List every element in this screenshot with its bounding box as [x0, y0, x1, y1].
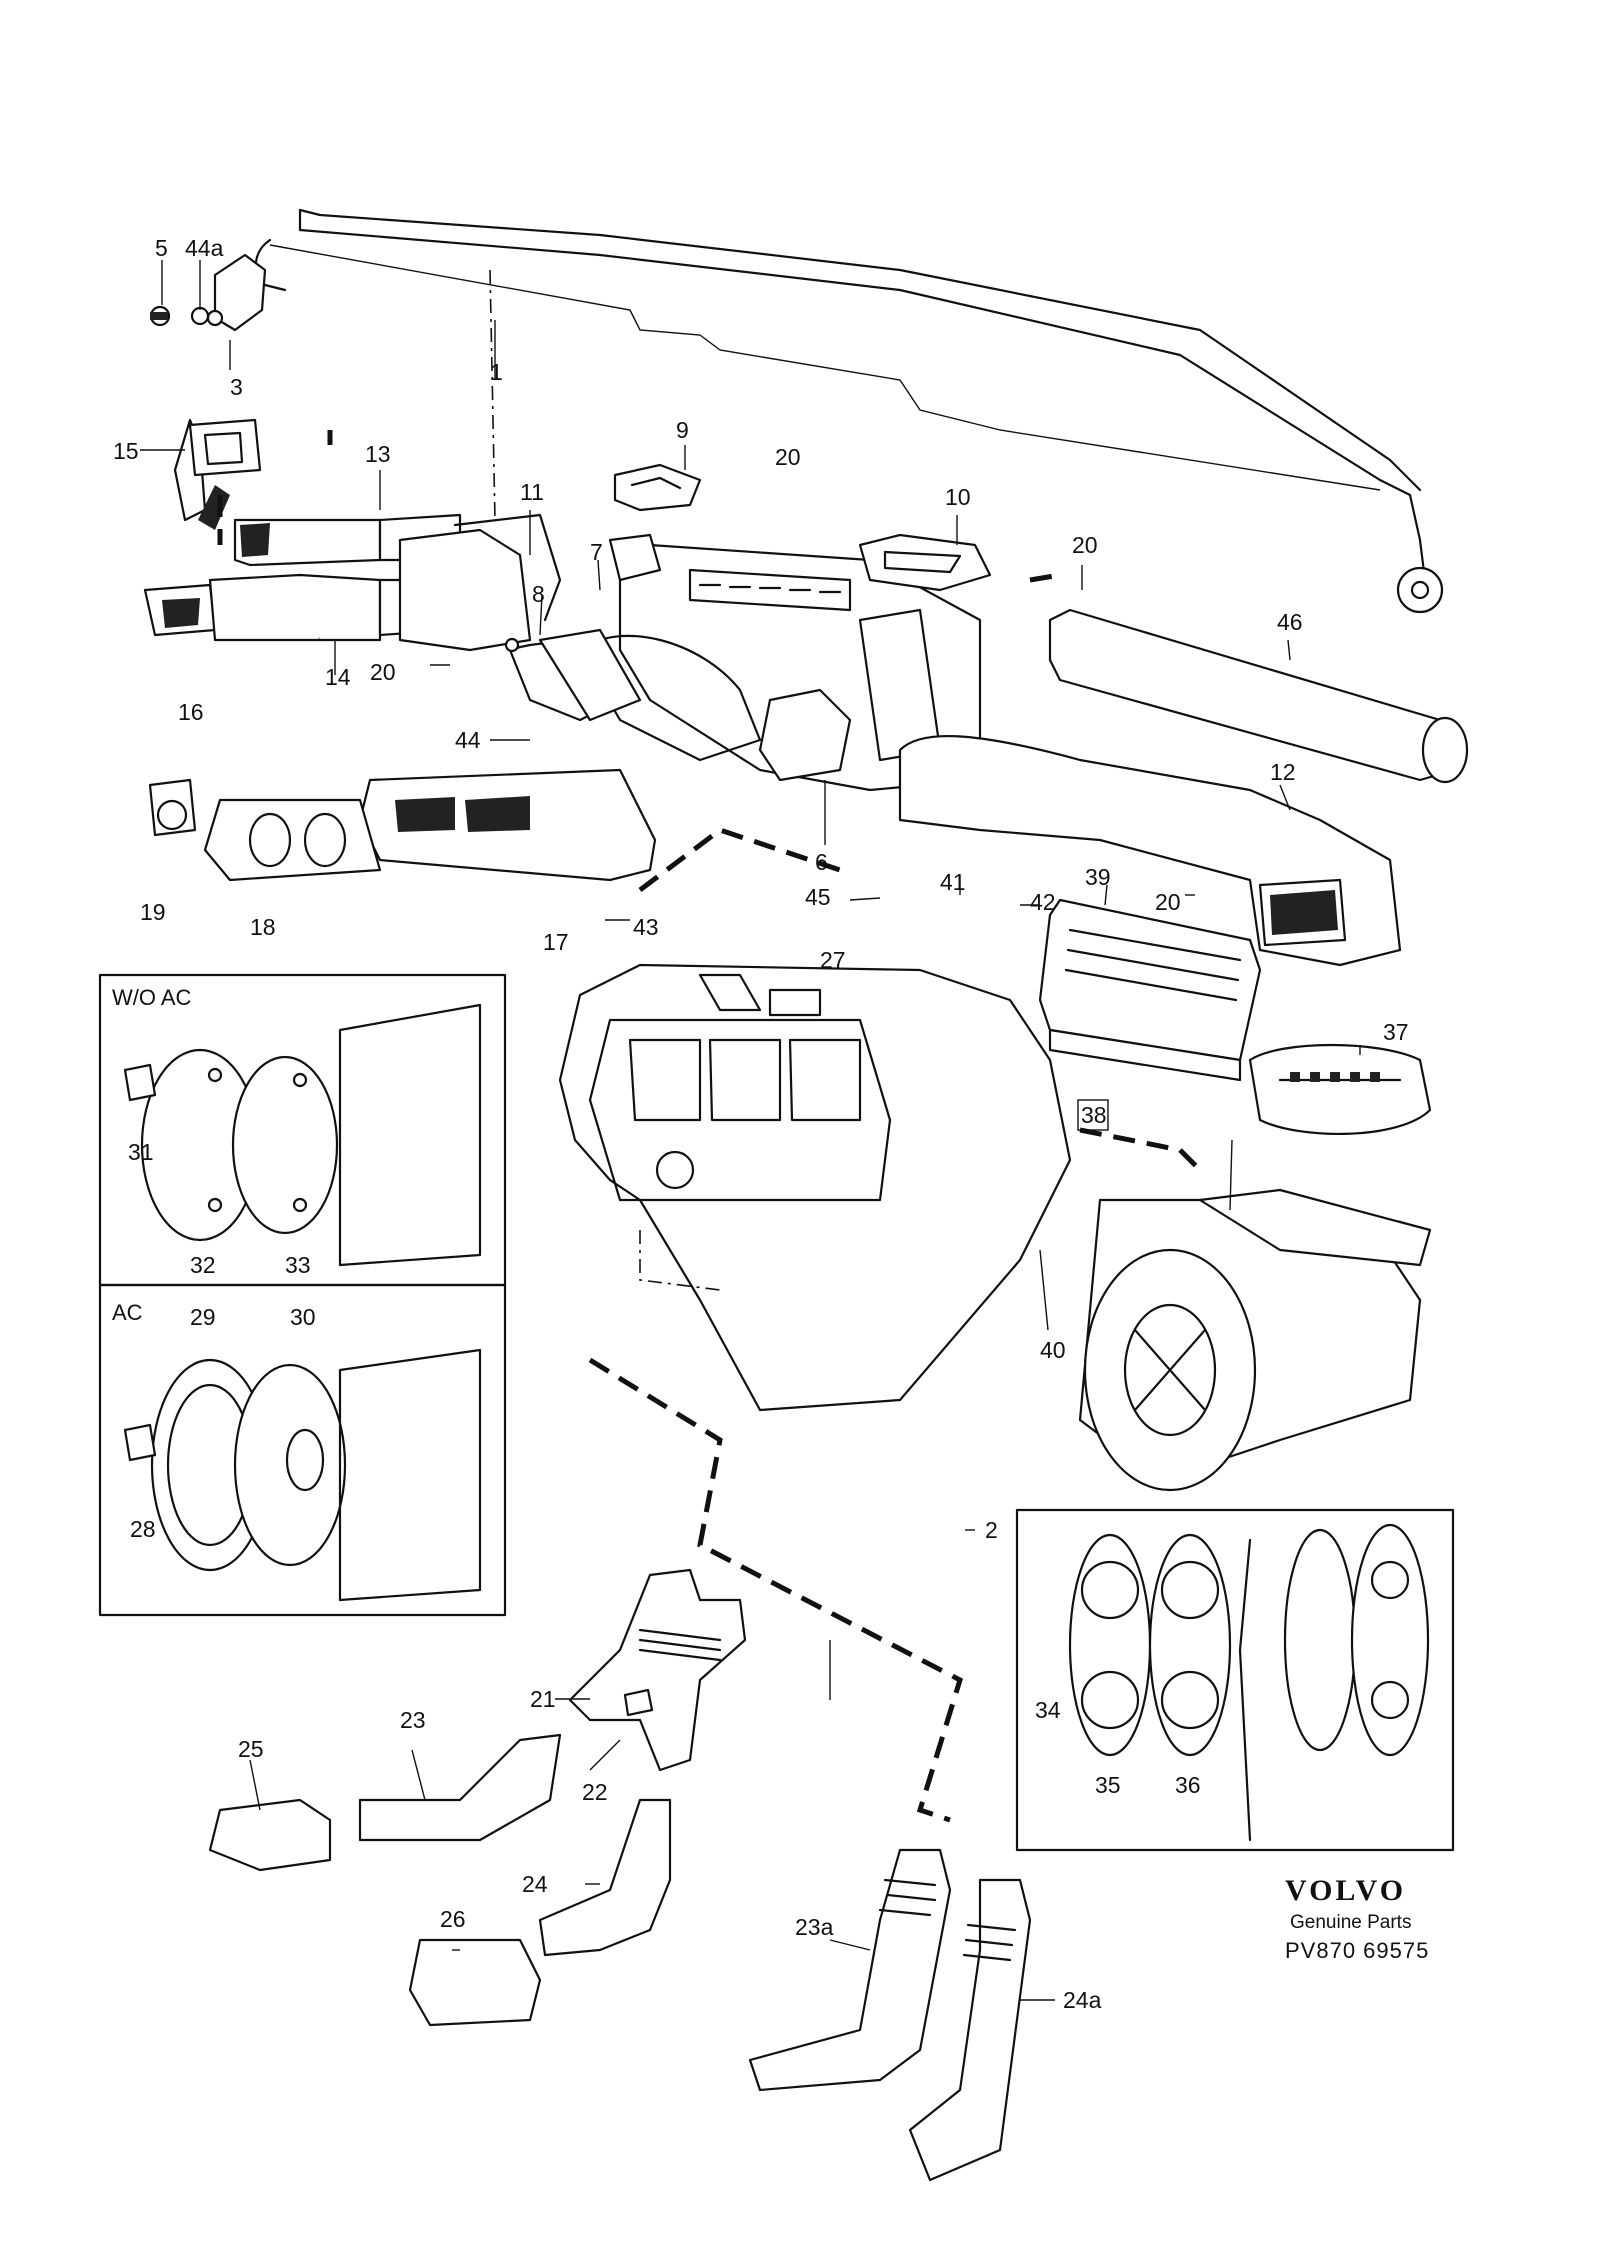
label-23: 23: [400, 1707, 426, 1733]
brand-name: VOLVO: [1285, 1874, 1406, 1907]
label-1: 1: [490, 359, 503, 385]
label-45: 45: [805, 884, 831, 910]
label-26: 26: [440, 1906, 466, 1932]
knob-19: [148, 778, 197, 837]
inset-without-ac-title: W/O AC: [112, 985, 192, 1010]
label-34: 34: [1035, 1697, 1061, 1723]
label-39: 39: [1085, 864, 1111, 890]
left-vents: [143, 418, 462, 642]
brand-block: VOLVO Genuine Parts PV870 69575: [1285, 1874, 1429, 1963]
label-36: 36: [1175, 1772, 1201, 1798]
brand-code: PV870 69575: [1285, 1938, 1429, 1963]
label-16: 16: [178, 699, 204, 725]
label-24a: 24a: [1063, 1987, 1102, 2013]
label-42: 42: [1030, 889, 1056, 915]
label-15: 15: [113, 438, 139, 464]
label-20-mid: 20: [1155, 889, 1181, 915]
brand-subtitle: Genuine Parts: [1290, 1912, 1411, 1933]
vent-17: [358, 768, 657, 882]
label-30: 30: [290, 1304, 316, 1330]
heater-box-27: [558, 963, 1432, 1492]
label-6: 6: [815, 849, 828, 875]
bracket-3: [149, 253, 267, 332]
label-33: 33: [285, 1252, 311, 1278]
distribution-box-6: [538, 533, 982, 792]
inset-ac: [98, 1283, 507, 1617]
label-21: 21: [530, 1686, 556, 1712]
label-25: 25: [238, 1736, 264, 1762]
label-38: 38: [1081, 1102, 1107, 1128]
label-24: 24: [522, 1871, 548, 1897]
switch-10: [858, 533, 992, 592]
label-20-right: 20: [1072, 532, 1098, 558]
label-43: 43: [633, 914, 659, 940]
label-32: 32: [190, 1252, 216, 1278]
label-41: 41: [940, 869, 966, 895]
duct-12: [898, 734, 1402, 967]
label-3: 3: [230, 374, 243, 400]
label-18: 18: [250, 914, 276, 940]
label-12: 12: [1270, 759, 1296, 785]
inset-without-ac: [98, 973, 507, 1287]
label-23a: 23a: [795, 1914, 834, 1940]
label-7: 7: [590, 539, 603, 565]
duct-46: [1048, 608, 1469, 784]
label-29: 29: [190, 1304, 216, 1330]
inset-ac-title: AC: [112, 1300, 143, 1325]
label-40: 40: [1040, 1337, 1066, 1363]
label-37: 37: [1383, 1019, 1409, 1045]
label-5: 5: [155, 235, 168, 261]
label-28: 28: [130, 1516, 156, 1542]
label-46: 46: [1277, 609, 1303, 635]
switch-9: [613, 463, 702, 512]
label-20-left: 20: [370, 659, 396, 685]
box-38: [1077, 1099, 1109, 1131]
vent-18: [203, 798, 382, 882]
label-11: 11: [520, 479, 544, 505]
filter-39: [1038, 898, 1262, 1082]
part-labels: 5 44a 3 1 9 20 10 20 46 15 13 11 7 8 14 …: [112, 235, 1409, 2013]
label-8: 8: [532, 581, 545, 607]
label-35: 35: [1095, 1772, 1121, 1798]
label-17: 17: [543, 929, 569, 955]
label-44a: 44a: [185, 235, 224, 261]
label-10: 10: [945, 484, 971, 510]
label-9: 9: [676, 417, 689, 443]
label-14: 14: [325, 664, 351, 690]
label-20-top: 20: [775, 444, 801, 470]
label-2: 2: [985, 1517, 998, 1543]
grille-37: [1248, 1043, 1432, 1136]
label-44: 44: [455, 727, 481, 753]
label-19: 19: [140, 899, 166, 925]
leader-lines: [140, 260, 1361, 2001]
dashed-connectors: [217, 269, 1202, 1823]
inset-right: [1015, 1508, 1455, 1852]
label-22: 22: [582, 1779, 608, 1805]
label-13: 13: [365, 441, 391, 467]
lower-ducts: [208, 1568, 1032, 2182]
label-27: 27: [820, 947, 846, 973]
label-31: 31: [128, 1139, 154, 1165]
